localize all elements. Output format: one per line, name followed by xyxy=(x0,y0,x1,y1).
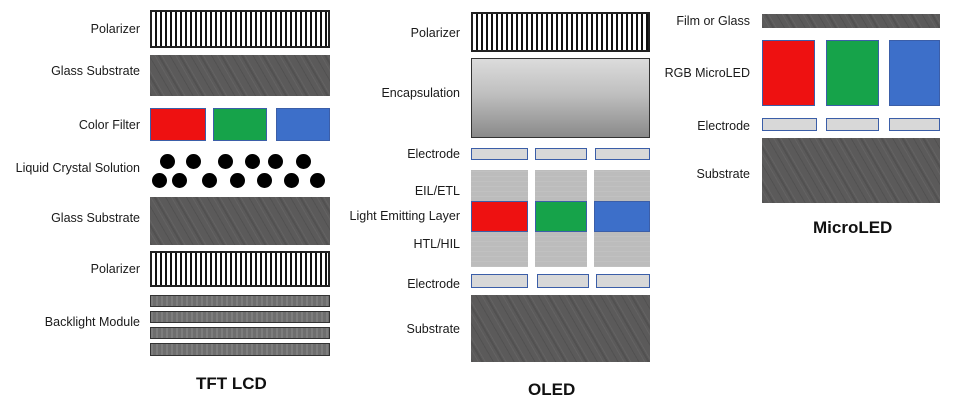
oled-substrate-label: Substrate xyxy=(406,322,460,336)
lc-molecule xyxy=(202,173,217,188)
oled-electrode-top-1 xyxy=(471,148,528,160)
microled-electrode-1 xyxy=(762,118,817,131)
oled-electrode-bottom-label: Electrode xyxy=(407,277,460,291)
oled-electrode-top-label: Electrode xyxy=(407,147,460,161)
tft-glass-top-label: Glass Substrate xyxy=(51,64,140,78)
microled-green xyxy=(826,40,879,106)
lc-molecule xyxy=(310,173,325,188)
oled-htl-hil-label: HTL/HIL xyxy=(413,237,460,251)
oled-electrode-bottom-2 xyxy=(537,274,589,288)
oled-polarizer-label: Polarizer xyxy=(410,26,460,40)
lc-molecule xyxy=(296,154,311,169)
oled-electrode-bottom-3 xyxy=(596,274,650,288)
oled-electrode-top-3 xyxy=(595,148,650,160)
lc-molecule xyxy=(186,154,201,169)
lc-molecule xyxy=(230,173,245,188)
oled-emitter-blue xyxy=(594,201,650,232)
tft-glass-top xyxy=(150,55,330,96)
tft-filter-red xyxy=(150,108,206,141)
tft-glass-bottom-label: Glass Substrate xyxy=(51,211,140,225)
oled-electrode-bottom-1 xyxy=(471,274,528,288)
oled-emitter-green xyxy=(535,201,587,232)
tft-liquid-crystal-label: Liquid Crystal Solution xyxy=(15,161,140,175)
oled-polarizer xyxy=(471,12,650,52)
oled-electrode-top-2 xyxy=(535,148,587,160)
microled-electrode-3 xyxy=(889,118,940,131)
oled-encapsulation-label: Encapsulation xyxy=(381,86,460,100)
tft-filter-blue xyxy=(276,108,330,141)
tft-polarizer-top-label: Polarizer xyxy=(90,22,140,36)
microled-substrate xyxy=(762,138,940,203)
microled-electrode-label: Electrode xyxy=(697,119,750,133)
microled-film xyxy=(762,14,940,28)
tft-backlight-bar xyxy=(150,295,330,307)
microled-rgb-label: RGB MicroLED xyxy=(664,66,750,80)
tft-polarizer-top xyxy=(150,10,330,48)
tft-polarizer-bottom-label: Polarizer xyxy=(90,262,140,276)
microled-title: MicroLED xyxy=(813,218,893,237)
lc-molecule xyxy=(160,154,175,169)
microled-substrate-label: Substrate xyxy=(696,167,750,181)
lc-molecule xyxy=(284,173,299,188)
oled-emitting-label: Light Emitting Layer xyxy=(349,209,460,223)
tft-polarizer-bottom xyxy=(150,251,330,287)
lc-molecule xyxy=(172,173,187,188)
microled-red xyxy=(762,40,815,106)
oled-encapsulation xyxy=(471,58,650,138)
oled-title: OLED xyxy=(528,380,576,399)
tft-backlight-label: Backlight Module xyxy=(44,315,140,329)
oled-emitter-red xyxy=(471,201,528,232)
tft-backlight-bar xyxy=(150,311,330,323)
tft-liquid-crystal-layer xyxy=(150,150,330,192)
lc-molecule xyxy=(152,173,167,188)
tft-color-filter-label: Color Filter xyxy=(78,118,140,132)
microled-electrode-2 xyxy=(826,118,879,131)
tft-backlight-bar xyxy=(150,327,330,339)
oled-eil-etl-label: EIL/ETL xyxy=(414,184,460,198)
tft-lcd-title: TFT LCD xyxy=(196,374,267,393)
lc-molecule xyxy=(257,173,272,188)
tft-filter-green xyxy=(213,108,267,141)
microled-film-label: Film or Glass xyxy=(676,14,750,28)
microled-blue xyxy=(889,40,940,106)
lc-molecule xyxy=(218,154,233,169)
tft-backlight-bar xyxy=(150,343,330,356)
lc-molecule xyxy=(268,154,283,169)
tft-glass-bottom xyxy=(150,197,330,245)
lc-molecule xyxy=(245,154,260,169)
oled-substrate xyxy=(471,295,650,362)
